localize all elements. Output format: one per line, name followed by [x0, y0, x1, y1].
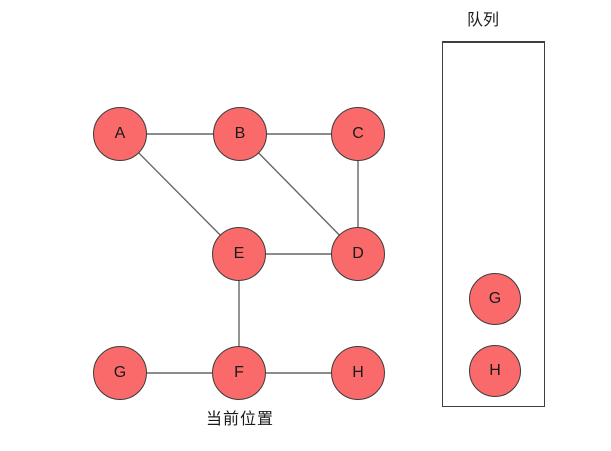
graph-node-D: D	[331, 227, 385, 281]
graph-node-F: F	[212, 346, 266, 400]
graph-node-B: B	[213, 107, 267, 161]
graph-node-C: C	[331, 107, 385, 161]
current-position-label: 当前位置	[205, 411, 275, 428]
queue-item-G: G	[469, 273, 521, 325]
graph-node-E: E	[212, 227, 266, 281]
graph-node-H: H	[331, 346, 385, 400]
graph-node-G: G	[93, 346, 147, 400]
queue-item-H: H	[469, 345, 521, 397]
queue-title-label: 队列	[466, 12, 500, 29]
graph-node-A: A	[93, 107, 147, 161]
